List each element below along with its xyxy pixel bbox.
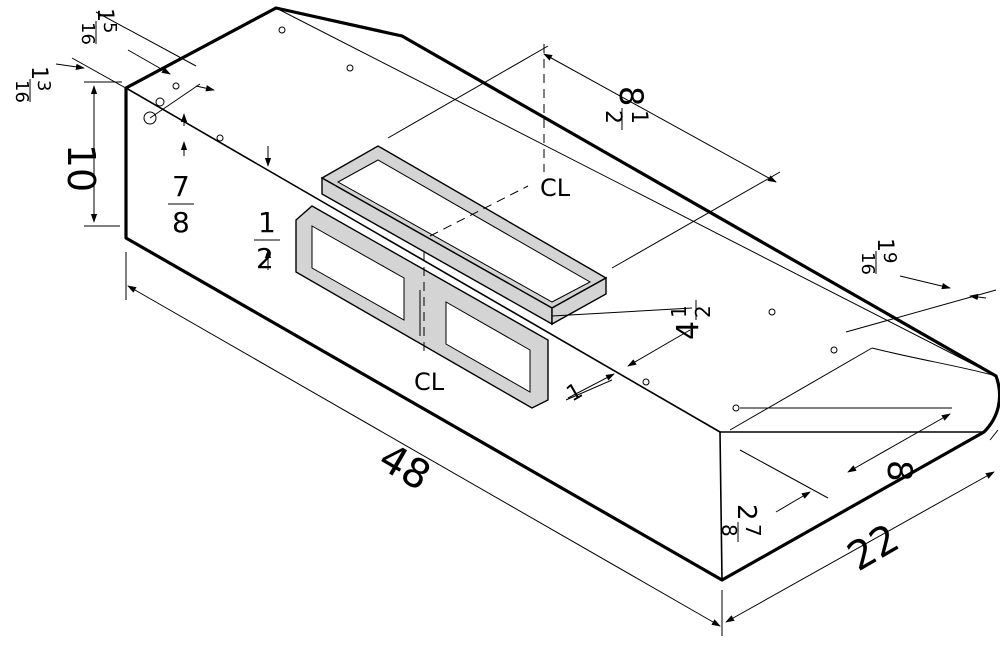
label-7-8-den: 8 — [172, 206, 190, 239]
ext-line-1 — [565, 379, 613, 401]
mount-hole — [830, 346, 838, 354]
label-1-9-16: 1 9 16 — [857, 238, 900, 275]
label-2-7-8: 2 7 8 — [717, 504, 765, 542]
arrow-1-9-16-b — [969, 293, 987, 301]
ext-line-7-8-top — [149, 83, 201, 119]
label-10: 10 — [59, 144, 103, 192]
arrow-1-3-16 — [55, 63, 85, 70]
centerline-symbol-top: CL — [540, 174, 571, 202]
duct-collar-opening — [336, 159, 592, 303]
ext-line-8-1-2-a — [387, 45, 549, 139]
label-7-8-num: 7 — [172, 170, 190, 203]
hood-front-corner-edge — [719, 431, 723, 581]
svg-text:16: 16 — [77, 22, 98, 45]
centerline-horizontal — [429, 185, 529, 237]
ext-line-8-1-2-b — [611, 171, 781, 269]
centerline-symbol-bottom: CL — [414, 368, 445, 396]
mount-hole — [642, 378, 650, 386]
arrow-1-9-16-a — [899, 275, 951, 290]
arrow-1-5-16 — [127, 49, 171, 75]
label-1-5-16: 1 5 16 — [77, 8, 120, 45]
svg-text:16: 16 — [857, 252, 878, 275]
svg-text:2: 2 — [731, 504, 761, 521]
svg-text:7: 7 — [741, 524, 765, 537]
mount-hole — [768, 308, 776, 316]
svg-text:2: 2 — [600, 110, 625, 124]
svg-text:1: 1 — [626, 110, 651, 124]
right-slope-line-2 — [729, 347, 873, 431]
arrow-2-7-8 — [775, 491, 811, 513]
ext-line-1-3-16 — [71, 57, 141, 97]
arrow-4-1-2-lower — [567, 373, 615, 399]
label-48: 48 — [371, 435, 438, 500]
label-22: 22 — [840, 515, 907, 580]
label-8: 8 — [879, 460, 919, 482]
svg-text:5: 5 — [99, 22, 120, 33]
svg-text:1: 1 — [92, 8, 117, 22]
label-8-1-2: 8 1 2 — [600, 86, 651, 130]
svg-text:2: 2 — [691, 305, 715, 318]
mount-hole — [346, 64, 354, 72]
svg-text:8: 8 — [612, 86, 650, 106]
svg-text:3: 3 — [33, 80, 54, 91]
electrical-knockout — [143, 111, 157, 125]
label-1-2-num: 1 — [258, 206, 276, 239]
mount-hole — [732, 404, 740, 412]
svg-text:8: 8 — [717, 524, 741, 537]
arrow-7-8-side — [195, 85, 215, 92]
right-slope-line — [871, 347, 997, 377]
svg-text:16: 16 — [11, 80, 32, 103]
dim-line-8 — [847, 413, 951, 473]
svg-text:1: 1 — [667, 305, 691, 318]
svg-text:9: 9 — [879, 252, 900, 263]
svg-text:4: 4 — [671, 321, 706, 340]
ext-line-4-1-2 — [551, 307, 693, 317]
label-1-2-den: 2 — [256, 242, 274, 275]
mount-hole — [278, 26, 286, 34]
electrical-knockout — [155, 97, 165, 107]
mount-hole — [216, 134, 224, 142]
svg-text:1: 1 — [26, 66, 51, 80]
dim-line-22 — [725, 471, 995, 623]
ext-line-22 — [989, 429, 999, 441]
dimension-lines — [55, 11, 999, 636]
arrow-4-1-2 — [627, 329, 691, 367]
label-4-1-2: 4 1 2 — [667, 300, 715, 340]
dim-line-48 — [127, 285, 721, 627]
dim-line-8-1-2 — [543, 53, 777, 183]
svg-text:1: 1 — [872, 238, 897, 252]
top-fold-line — [275, 7, 997, 377]
label-1-3-16: 1 3 16 — [11, 66, 54, 103]
dim-line-1-5-16 — [95, 11, 197, 67]
ext-line-2-7-8 — [739, 449, 829, 499]
mount-hole — [172, 82, 180, 90]
